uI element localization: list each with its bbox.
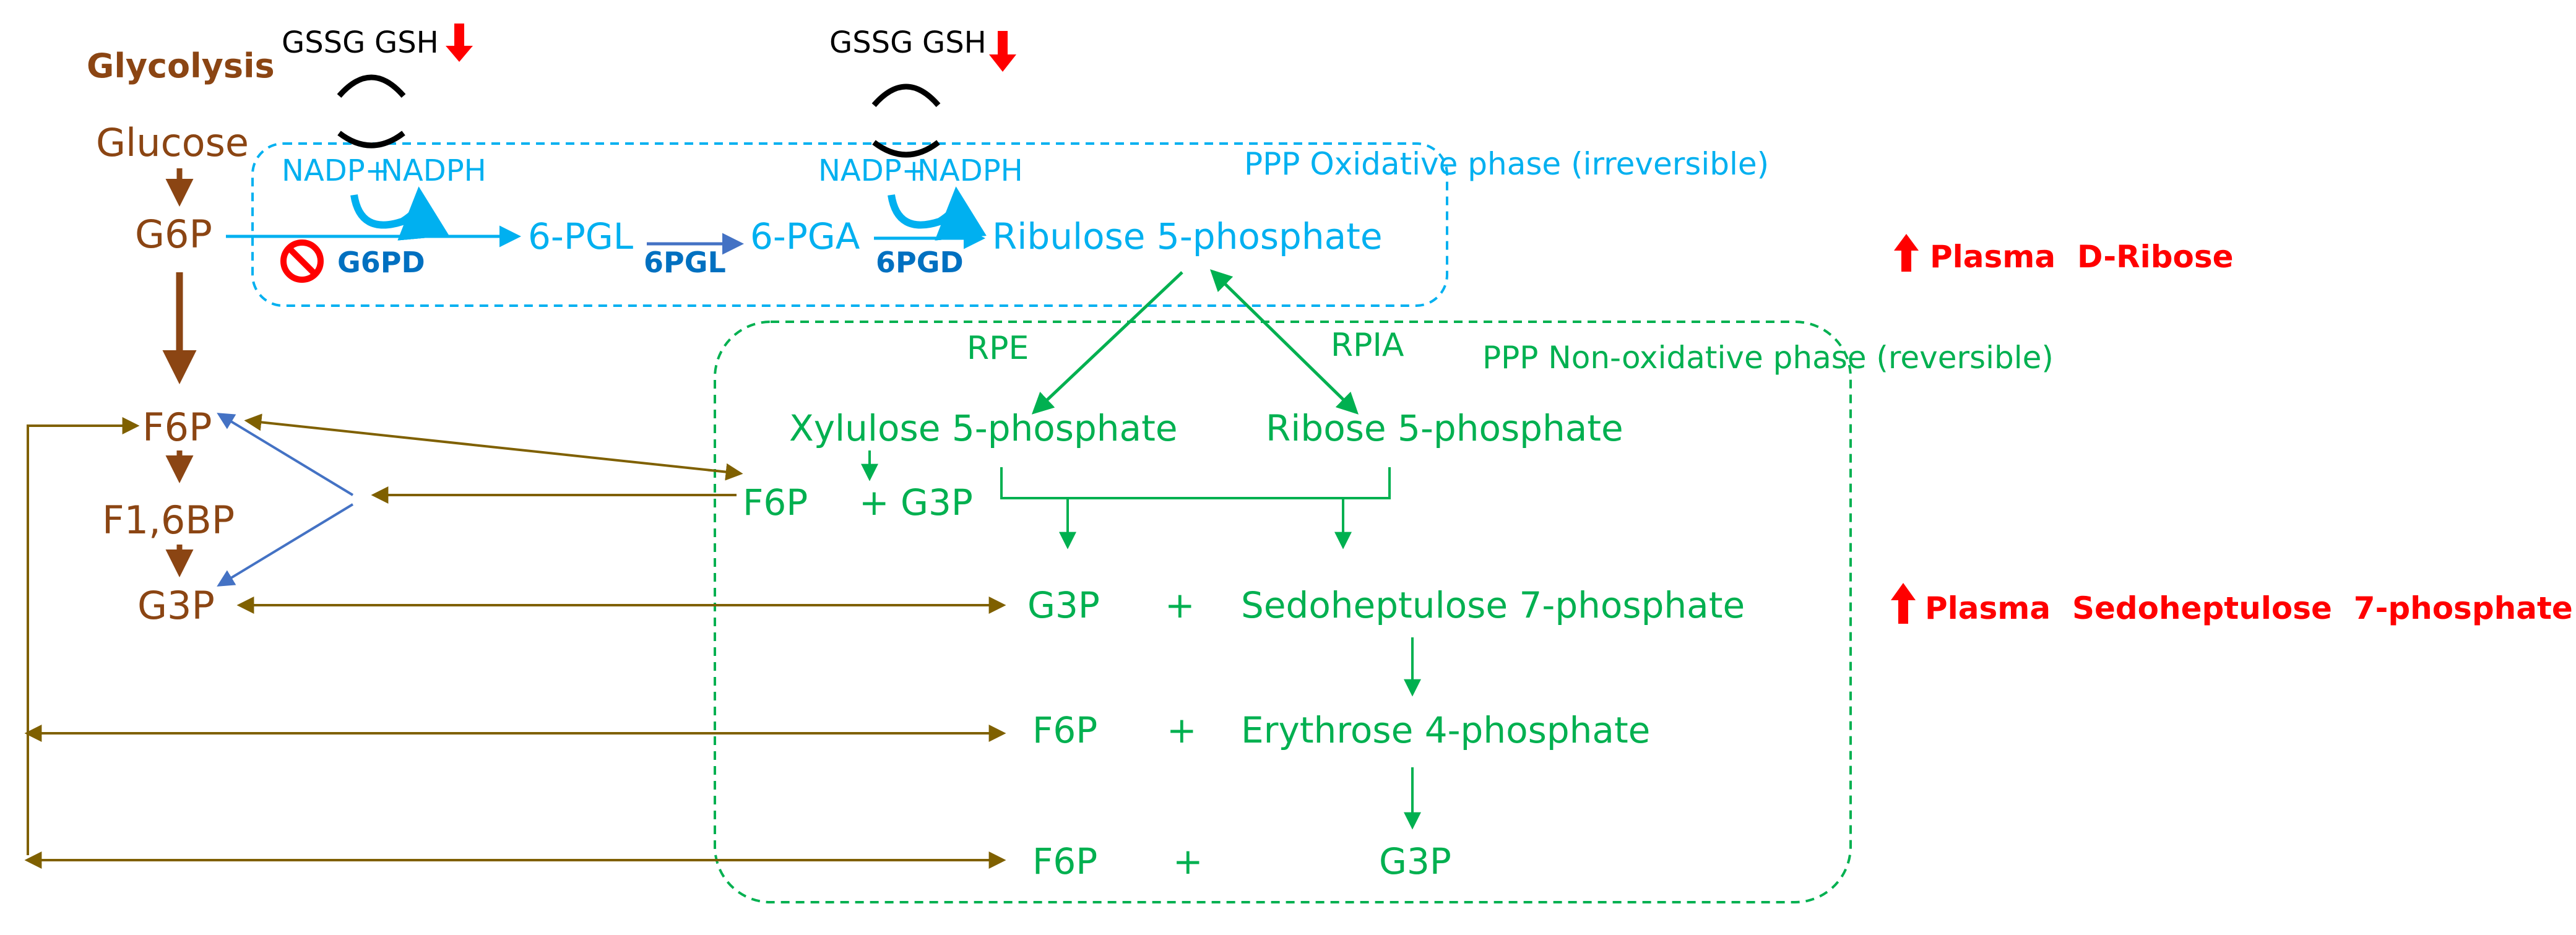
sedoheptulose-7p-label: Sedoheptulose 7-phosphate: [1241, 584, 1745, 626]
f16bp-label: F1,6BP: [102, 498, 235, 543]
gsh-label-2: GSH: [922, 25, 987, 60]
f6p-product-label: F6P: [1032, 709, 1097, 751]
transketolase-bracket: [1000, 467, 1391, 499]
nadp-reduction-curved-arrow: [350, 186, 449, 241]
erythrose-4p-label: Erythrose 4-phosphate: [1241, 709, 1650, 751]
6pga-metabolite-label: 6-PGA: [750, 215, 860, 257]
glycolysis-title: Glycolysis: [87, 46, 275, 85]
f6p-product-label: F6P: [743, 481, 808, 524]
f6p-exchange-arrow: [244, 413, 743, 481]
rpe-enzyme-label: RPE: [967, 330, 1029, 367]
6pgd-enzyme-label: 6PGD: [876, 246, 964, 279]
gssg-label-1: GSSG: [282, 25, 365, 60]
nadp-reduction-curved-arrow: [888, 186, 987, 241]
6pgl-metabolite-label: 6-PGL: [528, 215, 633, 257]
ribulose-ribose-reversible-arrow: [1209, 269, 1359, 415]
g6pd-enzyme-label: G6PD: [337, 246, 425, 279]
g3p-product-label: G3P: [1379, 840, 1451, 882]
g3p-product-label: G3P: [1027, 584, 1100, 626]
g6p-label: G6P: [135, 212, 212, 257]
g3p-label: G3P: [137, 583, 215, 628]
glutathione-exchange-icon: [871, 84, 941, 158]
down-arrow-icon: [989, 31, 1016, 72]
gssg-label-2: GSSG: [829, 25, 913, 60]
nadp-label-1: NADP+: [282, 153, 390, 188]
plus-sign: +: [1167, 709, 1197, 751]
6pgl-enzyme-label: 6PGL: [644, 246, 726, 279]
oxidative-phase-box: [251, 142, 1448, 307]
glucose-label: Glucose: [96, 120, 249, 165]
ribulose-to-xylulose-arrow: [1031, 271, 1183, 415]
rpia-enzyme-label: RPIA: [1331, 327, 1404, 364]
ribose-5p-label: Ribose 5-phosphate: [1266, 407, 1623, 449]
f6p-product-label: F6P: [1032, 840, 1097, 882]
xylulose-5p-label: Xylulose 5-phosphate: [789, 407, 1178, 449]
nadph-label-2: NADPH: [917, 153, 1023, 188]
plasma-sedoheptulose-label: Plasma Sedoheptulose 7-phosphate: [1925, 590, 2573, 626]
no-entry-icon: [280, 239, 324, 283]
up-arrow-icon: [1891, 583, 1916, 624]
nadp-label-2: NADP+: [818, 153, 927, 188]
f6p-label: F6P: [142, 405, 212, 450]
nadph-label-1: NADPH: [381, 153, 486, 188]
plasma-d-ribose-label: Plasma D-Ribose: [1930, 239, 2234, 275]
up-arrow-icon: [1894, 234, 1919, 272]
ribulose-5p-label: Ribulose 5-phosphate: [992, 215, 1383, 257]
down-arrow-icon: [446, 24, 473, 62]
oxidative-phase-label: PPP Oxidative phase (irreversible): [1244, 146, 1769, 182]
fork-to-g3p-arrow: [217, 503, 354, 587]
g3p-product-label: G3P: [901, 481, 973, 524]
f6p-return-loop-line: [27, 417, 140, 855]
plus-sign: +: [1165, 584, 1195, 626]
gsh-label-1: GSH: [374, 25, 439, 60]
fork-to-f6p-arrow: [217, 413, 354, 496]
glutathione-exchange-icon: [337, 74, 406, 149]
plus-sign: +: [1173, 840, 1203, 882]
plus-sign: +: [859, 481, 889, 524]
nonoxidative-phase-label: PPP Non-oxidative phase (reversible): [1482, 340, 2054, 376]
